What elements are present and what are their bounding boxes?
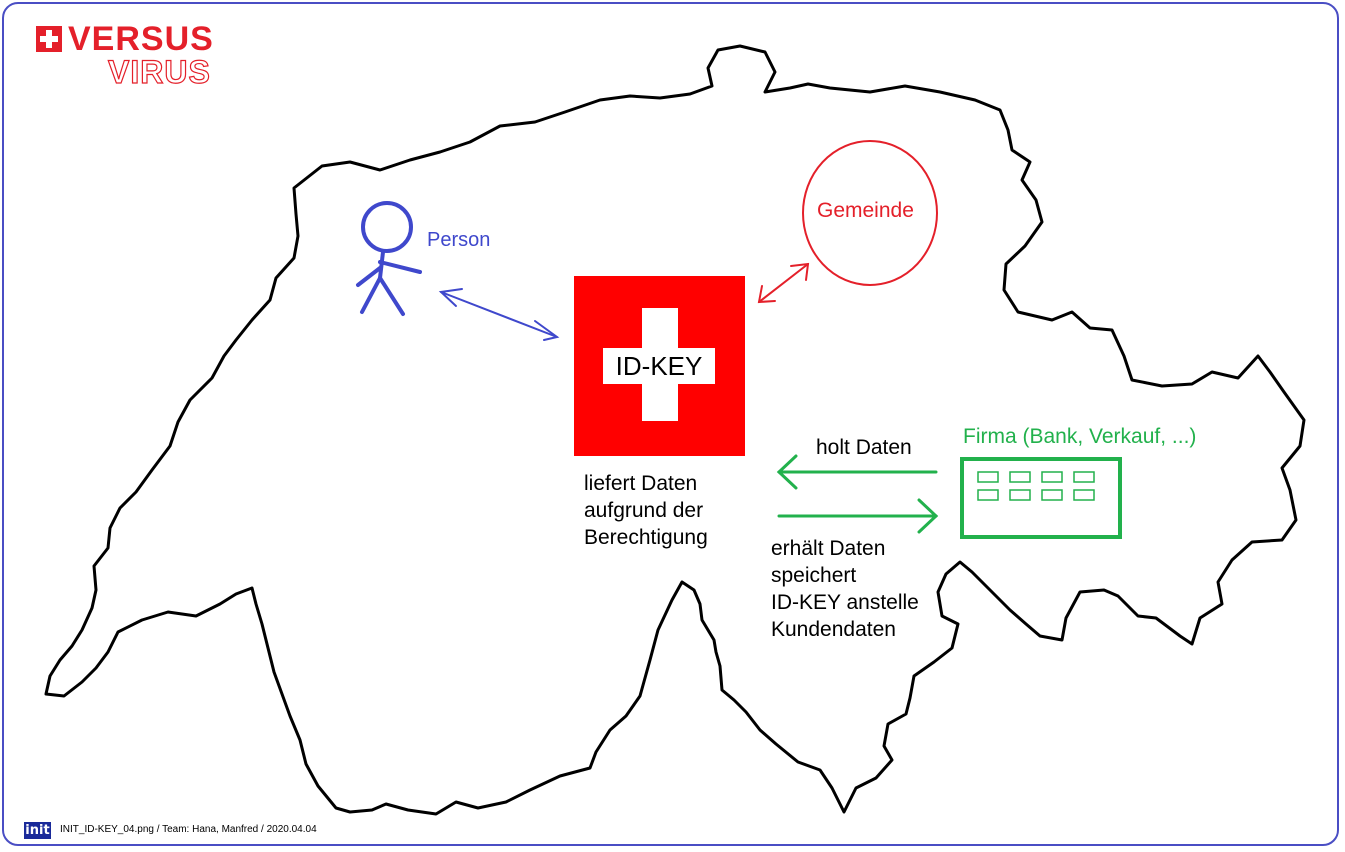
- idkey-label: ID-KEY: [603, 348, 715, 384]
- gemeinde-label: Gemeinde: [817, 199, 914, 222]
- stick-figure-icon: [356, 201, 422, 316]
- switzerland-map-outline: [44, 44, 1306, 816]
- liefert-daten-text: liefert Daten aufgrund der Berechtigung: [584, 472, 708, 549]
- erhaelt-daten-text: erhält Daten speichert ID-KEY anstelle K…: [771, 537, 919, 641]
- gemeinde-circle: [802, 140, 938, 286]
- logo-virus-text: VIRUS: [107, 53, 211, 90]
- idkey-gemeinde-arrow: [757, 262, 810, 304]
- holt-daten-arrow: [776, 454, 938, 490]
- footer-caption: INIT_ID-KEY_04.png / Team: Hana, Manfred…: [60, 824, 317, 835]
- person-label: Person: [427, 229, 491, 251]
- logo-versus-text: VERSUS: [68, 20, 214, 58]
- person-idkey-arrow: [438, 288, 560, 341]
- firma-label: Firma (Bank, Verkauf, ...): [963, 425, 1197, 448]
- init-logo: init: [24, 822, 51, 839]
- building-icon: [960, 457, 1122, 539]
- erhaelt-daten-arrow: [777, 498, 939, 534]
- holt-daten-label: holt Daten: [816, 436, 912, 459]
